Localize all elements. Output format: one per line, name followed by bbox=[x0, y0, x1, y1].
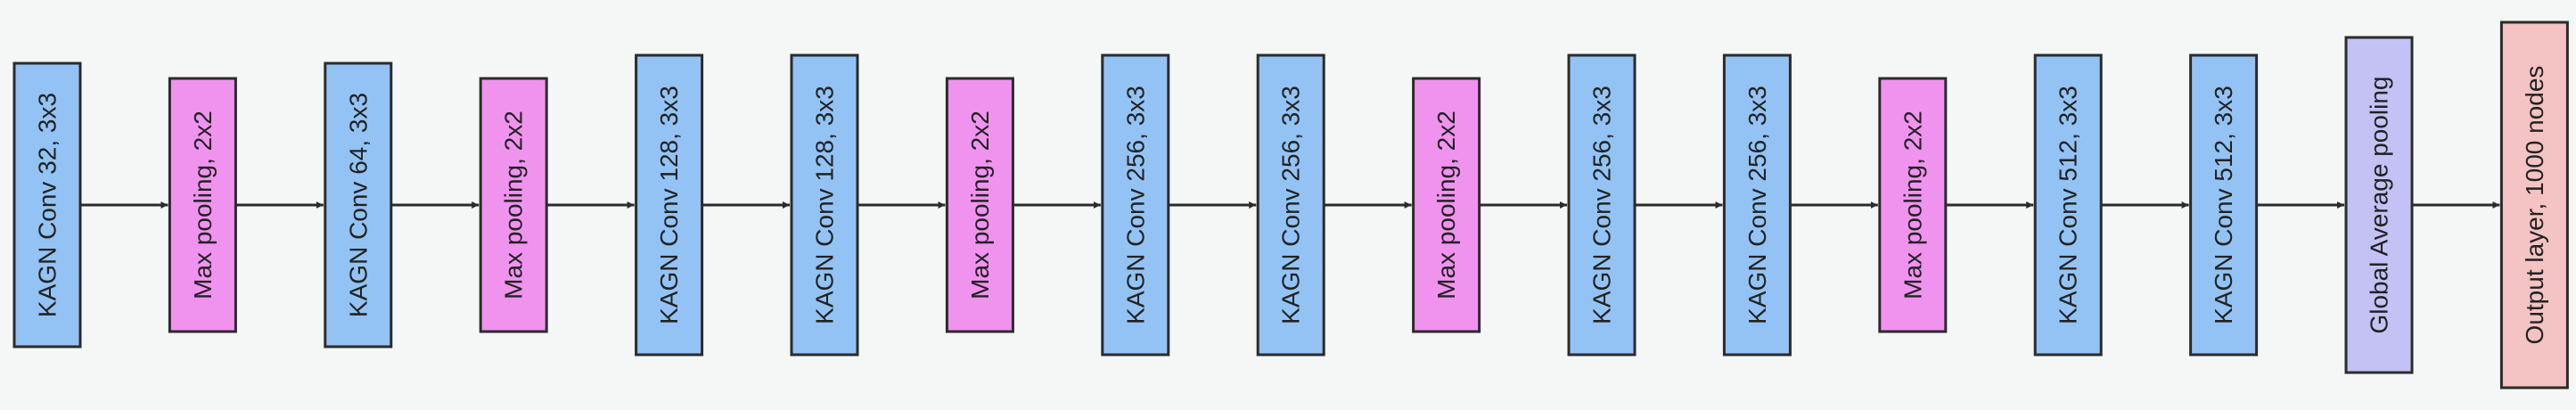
layer-box bbox=[1878, 77, 1948, 333]
layer-box bbox=[1256, 53, 1325, 357]
layer-box bbox=[324, 62, 393, 348]
layer-box bbox=[945, 77, 1014, 333]
layer-node-conv: KAGN Conv 64, 3x3 bbox=[324, 62, 393, 348]
layer-node-gap: Global Average pooling bbox=[2344, 36, 2414, 374]
layer-node-conv: KAGN Conv 256, 3x3 bbox=[1101, 53, 1170, 357]
layer-node-output: Output layer, 1000 nodes bbox=[2499, 20, 2569, 390]
layer-node-pool: Max pooling, 2x2 bbox=[945, 77, 1014, 333]
layer-box bbox=[635, 53, 704, 357]
nodes: KAGN Conv 32, 3x3 Max pooling, 2x2 KAGN Co… bbox=[12, 20, 2569, 390]
layer-node-conv: KAGN Conv 256, 3x3 bbox=[1567, 53, 1637, 357]
layer-box bbox=[1101, 53, 1170, 357]
layer-box bbox=[1567, 53, 1637, 357]
layer-label: KAGN Conv 256, 3x3 bbox=[1121, 86, 1149, 324]
layer-node-conv: KAGN Conv 128, 3x3 bbox=[635, 53, 704, 357]
layer-box bbox=[1412, 77, 1481, 333]
layer-label: KAGN Conv 128, 3x3 bbox=[655, 86, 683, 324]
layer-label: Max pooling, 2x2 bbox=[500, 111, 528, 299]
layer-node-conv: KAGN Conv 32, 3x3 bbox=[12, 62, 82, 348]
layer-box bbox=[2499, 20, 2569, 390]
layer-label: KAGN Conv 128, 3x3 bbox=[811, 86, 839, 324]
layer-node-pool: Max pooling, 2x2 bbox=[1412, 77, 1481, 333]
layer-box bbox=[168, 77, 237, 333]
layer-node-conv: KAGN Conv 256, 3x3 bbox=[1722, 53, 1792, 357]
layer-label: KAGN Conv 64, 3x3 bbox=[344, 93, 372, 317]
layer-node-pool: Max pooling, 2x2 bbox=[1878, 77, 1948, 333]
layer-label: KAGN Conv 256, 3x3 bbox=[1743, 86, 1771, 324]
layer-box bbox=[479, 77, 548, 333]
layer-label: Max pooling, 2x2 bbox=[189, 111, 217, 299]
layer-label: KAGN Conv 512, 3x3 bbox=[2055, 86, 2082, 324]
layer-label: Max pooling, 2x2 bbox=[1432, 111, 1460, 299]
layer-label: KAGN Conv 256, 3x3 bbox=[1277, 86, 1305, 324]
layer-node-pool: Max pooling, 2x2 bbox=[479, 77, 548, 333]
layer-label: Global Average pooling bbox=[2366, 76, 2393, 333]
layer-node-conv: KAGN Conv 512, 3x3 bbox=[2189, 53, 2259, 357]
layer-label: Max pooling, 2x2 bbox=[1899, 111, 1926, 299]
layer-node-conv: KAGN Conv 512, 3x3 bbox=[2033, 53, 2103, 357]
layer-label: Output layer, 1000 nodes bbox=[2521, 66, 2548, 345]
layer-box bbox=[2033, 53, 2103, 357]
layer-box bbox=[790, 53, 859, 357]
layer-label: Max pooling, 2x2 bbox=[966, 111, 994, 299]
layer-node-conv: KAGN Conv 128, 3x3 bbox=[790, 53, 859, 357]
layer-box bbox=[2344, 36, 2414, 374]
layer-box bbox=[12, 62, 82, 348]
layer-label: KAGN Conv 512, 3x3 bbox=[2210, 86, 2237, 324]
layer-node-conv: KAGN Conv 256, 3x3 bbox=[1256, 53, 1325, 357]
layer-node-pool: Max pooling, 2x2 bbox=[168, 77, 237, 333]
layer-label: KAGN Conv 32, 3x3 bbox=[34, 93, 62, 317]
layer-label: KAGN Conv 256, 3x3 bbox=[1588, 86, 1616, 324]
layer-box bbox=[2189, 53, 2259, 357]
layer-box bbox=[1722, 53, 1792, 357]
